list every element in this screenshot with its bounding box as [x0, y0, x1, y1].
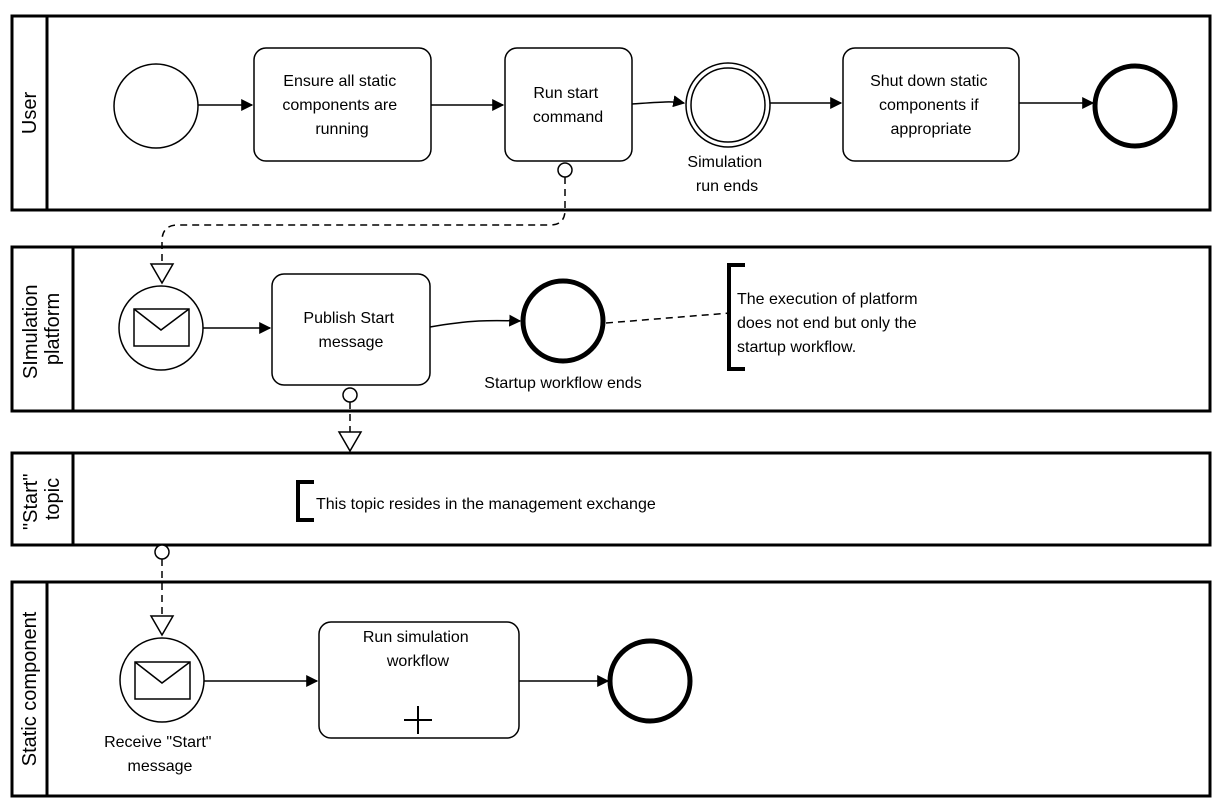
receive-start-label: Receive "Start" message [104, 734, 216, 775]
platform-sequence-flows [203, 314, 522, 334]
task-shutdown-label: Shut down static components if appropria… [870, 73, 992, 138]
message-start-event-static: Receive "Start" message [104, 637, 216, 775]
task-ensure-label: Ensure all static components are running [282, 73, 401, 138]
end-event-user [1092, 63, 1178, 149]
task-run-start-command: Run start command [504, 47, 633, 162]
message-flow-topic-to-static [149, 544, 175, 637]
flow-runstart-to-simends [631, 95, 686, 108]
task-shut-down-static-components: Shut down static components if appropria… [842, 47, 1020, 162]
intermediate-event-sim-run-ends: Simulation run ends [685, 62, 771, 195]
task-ensure-static-components: Ensure all static components are running [253, 47, 432, 162]
annotation-platform: The execution of platform does not end b… [727, 263, 922, 371]
lane-start-topic: "Start" topic [10, 451, 1212, 547]
startup-ends-label: Startup workflow ends [484, 375, 641, 392]
end-event-static [607, 638, 693, 724]
annotation-topic: This topic resides in the management exc… [296, 480, 656, 522]
sim-run-ends-label: Simulation run ends [687, 154, 766, 195]
message-flow-user-to-platform [149, 162, 573, 285]
subprocess-run-simulation-workflow: Run simulation workflow [318, 621, 520, 739]
lane-topic-title: "Start" topic [20, 468, 64, 530]
task-publish-start-message: Publish Start message [271, 273, 431, 386]
lane-platform-title: SImulation platform [20, 279, 64, 379]
lane-static-title: Static component [19, 611, 41, 766]
annotation-topic-text: This topic resides in the management exc… [316, 496, 656, 513]
start-event-user [113, 63, 199, 149]
envelope-icon [134, 661, 191, 700]
message-flow-publish-to-topic [337, 387, 363, 453]
plus-icon [404, 706, 432, 734]
association-line [605, 312, 731, 324]
end-event-startup-workflow: Startup workflow ends [484, 278, 642, 392]
message-start-event-platform [118, 285, 204, 371]
lane-simulation-platform: SImulation platform [10, 245, 1212, 413]
envelope-icon [133, 308, 190, 347]
task-publish-label: Publish Start message [303, 310, 398, 351]
task-run-start-label: Run start command [533, 85, 603, 126]
flow-publish-to-end [429, 314, 522, 328]
annotation-platform-text: The execution of platform does not end b… [737, 291, 922, 356]
subprocess-label: Run simulation workflow [363, 629, 473, 670]
lane-user-title: User [19, 92, 41, 135]
user-sequence-flows [198, 95, 1095, 111]
